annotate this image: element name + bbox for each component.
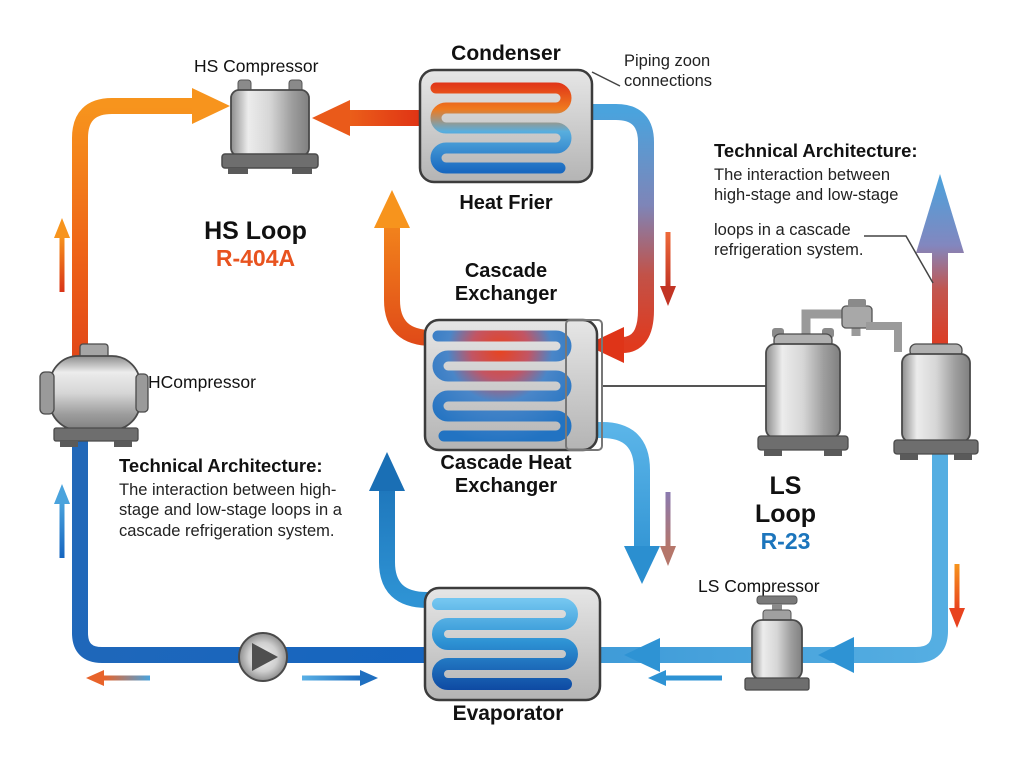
hs-compressor-label: HS Compressor: [194, 56, 319, 76]
ls-stage-compressor-b-unit: [866, 322, 979, 460]
tech-note-left-line2: stage and low-stage loops in a: [119, 501, 342, 520]
pipe-evaporator-to-cascade: [379, 489, 470, 608]
piping-note: Piping zoon connections: [624, 51, 712, 91]
pipe-hs-left-riser: [72, 98, 192, 430]
hs-loop-refrigerant: R-404A: [215, 245, 296, 271]
evaporator-label: Evaporator: [452, 702, 564, 725]
arrow-up-right-riser: [916, 174, 964, 253]
arrow-into-hs-compressor-right: [312, 100, 350, 136]
ls-compressor-unit: [744, 595, 810, 691]
hcompressor-label: HCompressor: [148, 372, 256, 392]
hcompressor-unit: [39, 343, 149, 447]
tech-note-right-title: Technical Architecture:: [714, 140, 918, 161]
arrow-down-toward-evaporator: [624, 546, 660, 584]
tech-note-right: Technical Architecture: The interaction …: [714, 140, 962, 261]
tech-note-left: Technical Architecture: The interaction …: [119, 455, 381, 541]
leader-lines: [591, 71, 934, 387]
tech-note-right-line2: high-stage and low-stage: [714, 186, 899, 205]
leader-piping-note: [591, 71, 621, 87]
flow-arrowheads: [192, 88, 964, 673]
condenser-coil: [430, 82, 572, 174]
cascade-heat-exchanger-unit: [423, 318, 603, 452]
cascade-detail-bracket: [565, 319, 603, 451]
arrow-up-into-condenser: [374, 190, 410, 228]
ls-loop-name-line2: Loop: [754, 500, 817, 528]
hs-loop-name: HS Loop: [204, 217, 307, 245]
hs-compressor-unit: [221, 79, 319, 174]
tech-note-left-line1: The interaction between high-: [119, 481, 337, 499]
ls-loop-refrigerant: R-23: [760, 528, 811, 554]
pump-unit: [238, 632, 288, 682]
pipe-cascade-to-evaporator: [575, 422, 650, 548]
pipe-bottom-right-run: [598, 448, 948, 663]
tech-note-right-line3: loops in a cascade: [714, 220, 851, 239]
cascade-exchanger-label: Cascade Exchanger: [415, 260, 597, 306]
evaporator-coil: [432, 598, 578, 690]
arrow-left-into-ls-compressor: [818, 637, 854, 673]
ls-compressor-label: LS Compressor: [698, 576, 820, 596]
arrow-left-into-evaporator: [624, 638, 660, 672]
cascade-exchanger-label-line1: Cascade: [464, 260, 548, 282]
direction-indicators: [54, 218, 965, 686]
arrow-into-hs-compressor-left: [192, 88, 230, 124]
pipe-condenser-to-cascade: [578, 104, 654, 353]
condenser-unit: [418, 68, 594, 184]
arrow-up-into-cascade-bottom: [369, 452, 405, 491]
arrow-down-into-cascade: [586, 327, 624, 363]
cascade-heat-exchanger-label-line1: Cascade Heat: [440, 452, 572, 474]
pump-impeller: [252, 643, 278, 671]
cascade-heat-exchanger-label: Cascade Heat Exchanger: [405, 452, 607, 498]
condenser-label: Condenser: [451, 42, 561, 65]
hs-loop-label: HS Loop R-404A: [158, 217, 353, 271]
evaporator-unit: [423, 586, 602, 702]
piping-note-line1: Piping zoon: [624, 52, 711, 70]
cascade-heat-exchanger-label-line2: Exchanger: [454, 475, 558, 497]
ls-stage-compressor-a-unit: [757, 299, 873, 456]
leader-tech-right: [864, 235, 934, 284]
tech-note-left-title: Technical Architecture:: [119, 455, 323, 476]
piping-note-line2: connections: [624, 72, 713, 91]
ls-loop-label: LS Loop R-23: [728, 472, 843, 554]
heat-frier-label: Heat Frier: [459, 192, 553, 214]
pipe-bottom-left-run: [72, 392, 440, 663]
tech-note-left-line3: cascade refrigeration system.: [119, 521, 335, 540]
tech-note-right-line1: The interaction between: [714, 166, 891, 184]
cascade-exchanger-label-line2: Exchanger: [454, 283, 558, 305]
ls-loop-name-line1: LS: [769, 472, 802, 500]
tech-note-right-line4: refrigeration system.: [714, 241, 864, 260]
